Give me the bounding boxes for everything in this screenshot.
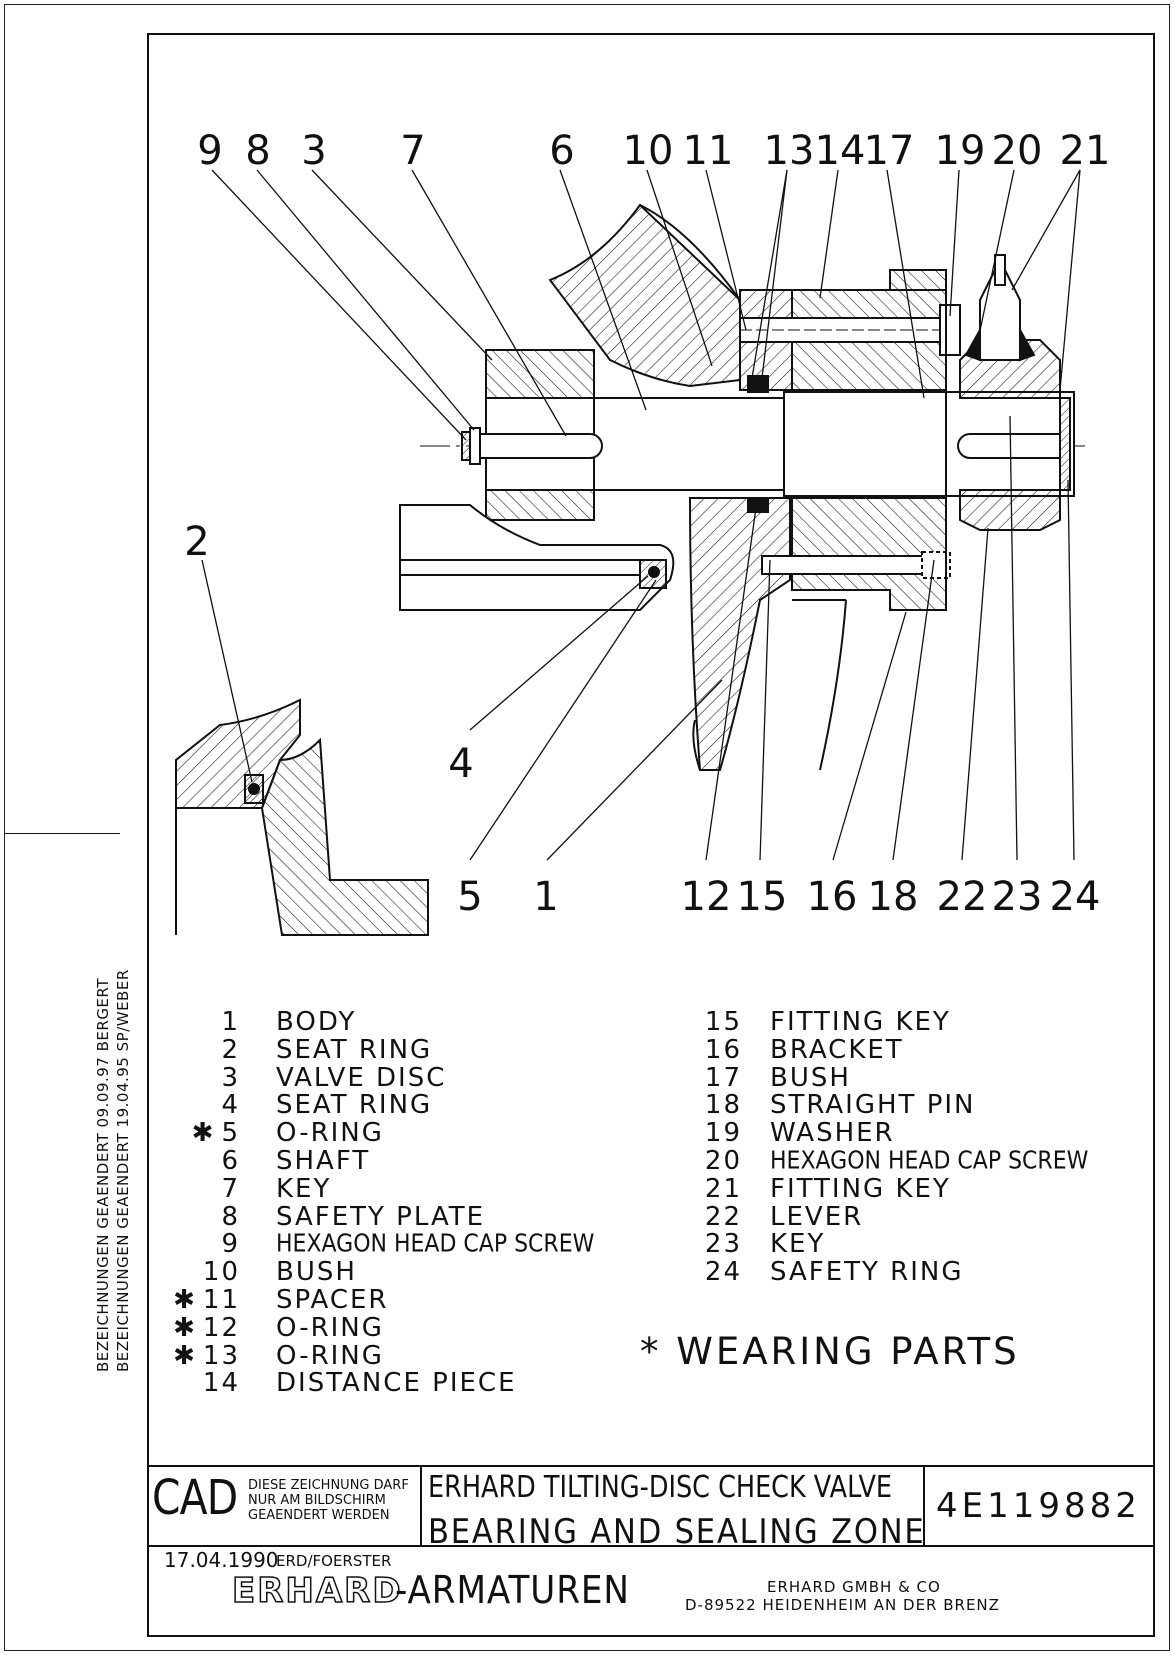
callout-6: 6 — [549, 128, 574, 174]
callout-16: 16 — [807, 874, 858, 920]
callout-9: 9 — [197, 128, 222, 174]
callout-3: 3 — [301, 128, 326, 174]
wearing-parts-note: * WEARING PARTS — [640, 1330, 1020, 1373]
margin-fold-mark — [4, 833, 120, 834]
callout-numbers-top: 9 8 3 7 6 10 11 13 14 17 19 20 21 — [197, 128, 1110, 174]
wear-marker-icon: ✱ — [173, 1312, 197, 1343]
cad-note: DIESE ZEICHNUNG DARF NUR AM BILDSCHIRM G… — [248, 1478, 409, 1523]
seat-ring-detail-view — [175, 698, 429, 936]
callout-21: 21 — [1060, 128, 1111, 174]
wear-marker-icon: ✱ — [173, 1284, 197, 1315]
drawing-title-line1: ERHARD TILTING-DISC CHECK VALVE — [428, 1470, 893, 1505]
callout-15: 15 — [737, 874, 788, 920]
callout-24: 24 — [1050, 874, 1101, 920]
callout-8: 8 — [245, 128, 270, 174]
callout-20: 20 — [992, 128, 1043, 174]
drawn-by: ERD/FOERSTER — [276, 1552, 392, 1570]
callout-5: 5 — [457, 874, 482, 920]
sheet-border — [4, 4, 1170, 1651]
drawing-number: 4E119882 — [936, 1486, 1141, 1526]
callout-numbers-bottom: 2 4 5 1 12 15 16 18 22 23 24 — [184, 519, 1100, 920]
company-address: D-89522 HEIDENHEIM AN DER BRENZ — [685, 1596, 1000, 1614]
drawing-frame — [147, 33, 1155, 1637]
wear-marker-icon: ✱ — [191, 1118, 216, 1149]
callout-14: 14 — [815, 128, 866, 174]
callout-1: 1 — [533, 874, 558, 920]
callout-22: 22 — [937, 874, 988, 920]
callout-19: 19 — [935, 128, 986, 174]
callout-18: 18 — [868, 874, 919, 920]
drawing-title-line2: BEARING AND SEALING ZONE — [428, 1512, 926, 1552]
main-section-view — [399, 203, 1085, 771]
callout-17: 17 — [864, 128, 915, 174]
leader-lines — [201, 169, 1081, 861]
callout-4: 4 — [448, 741, 473, 787]
callout-10: 10 — [623, 128, 674, 174]
cad-label: CAD — [152, 1470, 238, 1526]
company-name: ERHARD GMBH & CO — [767, 1578, 941, 1596]
callout-12: 12 — [681, 874, 732, 920]
callout-2: 2 — [184, 519, 209, 565]
drawing-date: 17.04.1990 — [164, 1548, 279, 1572]
callout-23: 23 — [992, 874, 1043, 920]
callout-13: 13 — [764, 128, 815, 174]
brand-suffix: -ARMATUREN — [395, 1568, 630, 1612]
wear-marker-icon: ✱ — [173, 1340, 197, 1371]
brand-row — [147, 1545, 1155, 1637]
callout-11: 11 — [683, 128, 734, 174]
callout-7: 7 — [400, 128, 425, 174]
erhard-logo: ERHARD — [231, 1570, 403, 1612]
